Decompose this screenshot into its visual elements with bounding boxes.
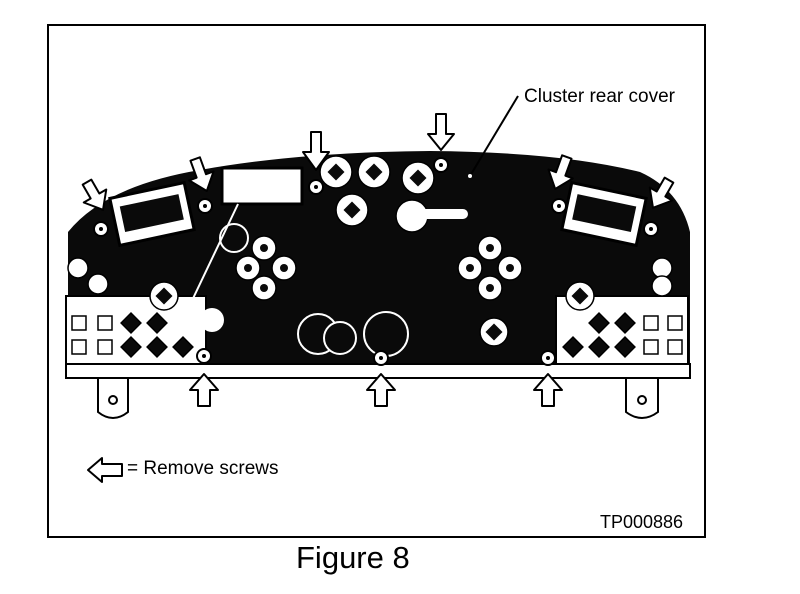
right-gauge-display — [572, 194, 637, 232]
bulb-socket-marks — [155, 163, 589, 341]
reference-code: TP000886 — [600, 512, 684, 532]
figure-caption: Figure 8 — [296, 540, 410, 575]
right-connector-pads — [562, 312, 683, 358]
gauge-opening-mid — [323, 321, 357, 355]
callout-dot — [468, 174, 472, 178]
callout-leader — [469, 95, 519, 177]
harness-grommet — [219, 223, 249, 253]
indicator-slot — [420, 209, 468, 219]
center-gauge-window — [220, 166, 304, 206]
harness-line — [177, 203, 239, 331]
right-tab-hole — [637, 395, 647, 405]
white-grommet — [200, 308, 224, 332]
figure-frame — [47, 24, 706, 538]
gauge-opening-right — [363, 311, 409, 357]
arrow-icon — [81, 113, 675, 211]
screw-centers — [99, 163, 653, 360]
legend-label: = Remove screws — [127, 458, 279, 479]
bottom-rail — [65, 363, 691, 379]
arrow-icon — [189, 373, 563, 407]
left-connector-pads — [71, 312, 194, 358]
arrow-icon — [87, 457, 123, 483]
left-tab-hole — [108, 395, 118, 405]
left-gauge-display — [119, 194, 184, 232]
callout-label: Cluster rear cover — [524, 86, 675, 107]
